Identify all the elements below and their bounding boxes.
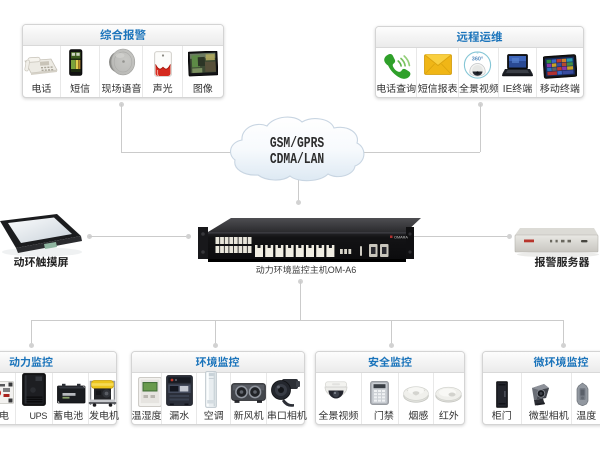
svg-text:OMARA: OMARA [394, 236, 408, 240]
svg-text:360°: 360° [471, 57, 482, 63]
